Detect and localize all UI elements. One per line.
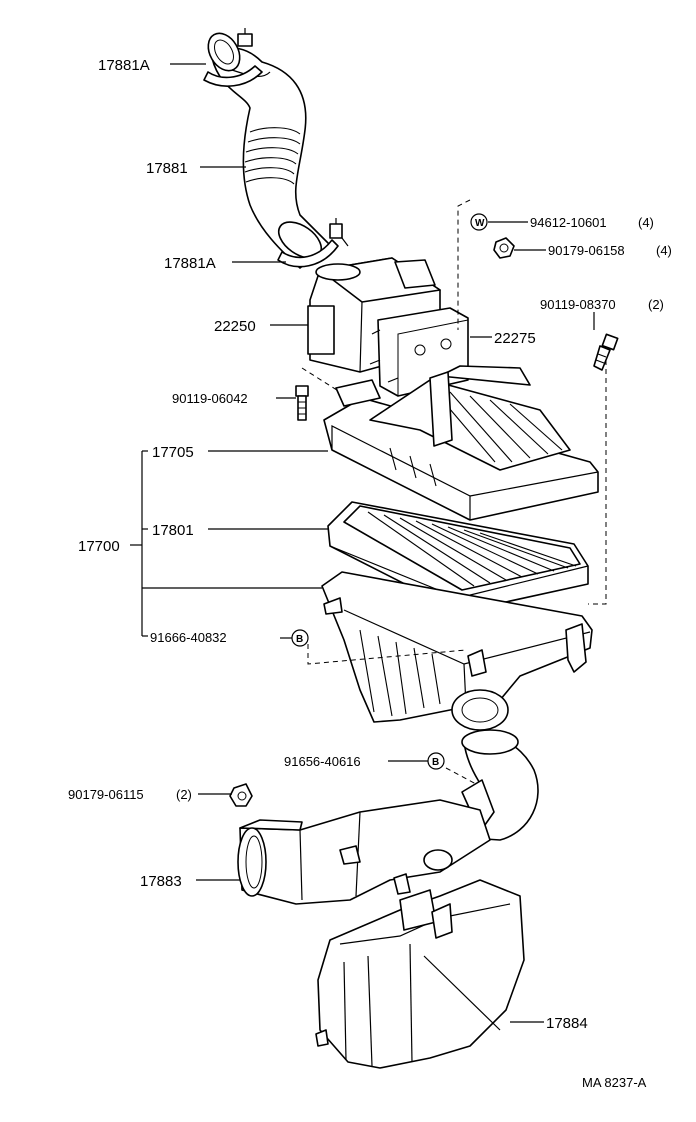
label-17705: 17705 — [152, 444, 194, 461]
guide-line-grommet-case — [307, 644, 467, 665]
svg-text:B: B — [296, 634, 303, 645]
guide-line-grommet-duct — [445, 767, 477, 785]
hose-clamp-top — [203, 28, 263, 87]
svg-text:B: B — [432, 757, 439, 768]
bolt-90119-06042 — [295, 385, 309, 421]
label-90179-06115-qty: (2) — [176, 787, 192, 802]
label-17801: 17801 — [152, 522, 194, 539]
label-91666-40832: 91666-40832 — [150, 630, 227, 645]
washer-94612: W — [470, 213, 488, 231]
bolt-90119-08370 — [593, 333, 619, 371]
label-17700: 17700 — [78, 538, 120, 555]
label-90179-06158-qty: (4) — [656, 243, 672, 258]
air-hose-17881 — [207, 32, 331, 269]
nut-90179-06158 — [493, 237, 515, 259]
air-cleaner-case — [321, 571, 593, 731]
label-94612-qty: (4) — [638, 215, 654, 230]
guide-line-washer — [457, 199, 471, 330]
label-90179-06158: 90179-06158 — [548, 243, 625, 258]
resonator-17884 — [315, 879, 525, 1069]
inlet-hose — [461, 729, 539, 841]
air-cleaner-cap-17705 — [323, 365, 599, 521]
inlet-duct-17883 — [237, 799, 491, 905]
label-90179-06115: 90179-06115 — [68, 787, 144, 802]
label-94612-10601: 94612-10601 — [530, 215, 607, 230]
label-17881a-top: 17881A — [98, 57, 150, 74]
hose-clamp-bottom — [277, 218, 349, 268]
diagram-code: MA 8237-A — [582, 1075, 647, 1090]
label-90119-06042: 90119-06042 — [172, 391, 248, 406]
label-17884: 17884 — [546, 1015, 588, 1032]
label-22275: 22275 — [494, 330, 536, 347]
label-90119-08370: 90119-08370 — [540, 297, 616, 312]
label-17881: 17881 — [146, 160, 188, 177]
grommet-91656: B — [427, 752, 445, 770]
nut-90179-06115 — [229, 783, 253, 807]
label-22250: 22250 — [214, 318, 256, 335]
label-90119-08370-qty: (2) — [648, 297, 664, 312]
guide-line-bolt-right — [588, 360, 607, 605]
leader-lines — [130, 63, 595, 1023]
grommet-91666: B — [291, 629, 309, 647]
bracket-22275 — [369, 307, 469, 397]
svg-text:W: W — [475, 218, 485, 229]
label-91656-40616: 91656-40616 — [284, 754, 361, 769]
guide-line-bolt-left — [301, 367, 341, 393]
label-17881a-bottom: 17881A — [164, 255, 216, 272]
label-17883: 17883 — [140, 873, 182, 890]
